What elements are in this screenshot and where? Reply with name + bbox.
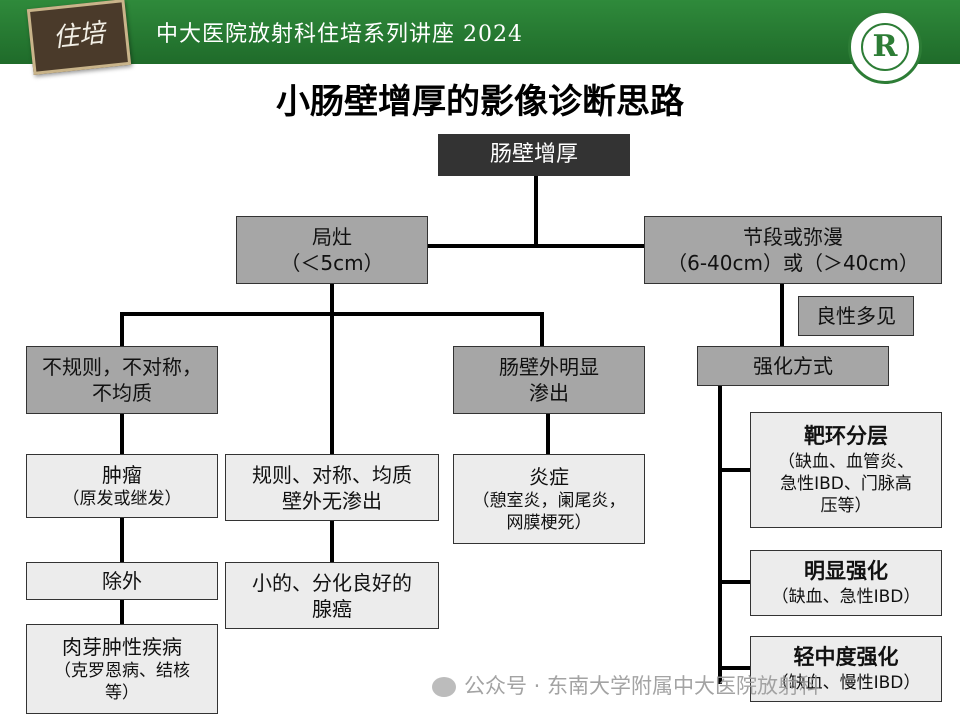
- node-mild-enhancement: 轻中度强化 （缺血、慢性IBD）: [750, 636, 942, 702]
- connector: [428, 244, 644, 248]
- header-title: 中大医院放射科住培系列讲座 2024: [156, 22, 523, 47]
- node-label: 规则、对称、均质: [252, 462, 412, 487]
- node-benign-common: 良性多见: [798, 296, 914, 336]
- node-label: 轻中度强化: [793, 645, 899, 670]
- connector: [718, 384, 722, 684]
- connector: [718, 580, 752, 584]
- node-sublabel: （憩室炎，阑尾炎，: [472, 490, 626, 511]
- connector: [540, 312, 544, 346]
- node-label: 局灶: [312, 225, 352, 249]
- node-sublabel: （缺血、血管炎、: [778, 451, 914, 472]
- node-inflammation: 炎症 （憩室炎，阑尾炎， 网膜梗死）: [453, 454, 645, 544]
- connector: [330, 284, 334, 314]
- node-marked-enhancement: 明显强化 （缺血、急性IBD）: [750, 550, 942, 616]
- header-bar: 住培 中大医院放射科住培系列讲座 2024: [0, 0, 960, 75]
- node-sublabel: 等）: [105, 683, 139, 703]
- node-label: 腺癌: [312, 596, 352, 621]
- connector: [330, 312, 334, 454]
- node-label: 肠壁外明显: [499, 355, 599, 379]
- node-label: 不均质: [92, 381, 152, 405]
- node-sublabel: （缺血、慢性IBD）: [771, 672, 921, 693]
- node-granuloma: 肉芽肿性疾病 （克罗恩病、结核 等）: [26, 624, 218, 714]
- node-sublabel: 压等）: [820, 495, 872, 516]
- page-title: 小肠壁增厚的影像诊断思路: [276, 82, 684, 122]
- connector: [120, 600, 124, 624]
- hospital-seal-icon: R: [848, 10, 922, 84]
- node-exclude: 除外: [26, 562, 218, 600]
- node-label: 明显强化: [804, 559, 888, 584]
- watermark-text: 公众号 · 东南大学附属中大医院放射科: [464, 674, 821, 698]
- seal-letter: R: [861, 23, 909, 71]
- node-target-sign: 靶环分层 （缺血、血管炎、 急性IBD、门脉高 压等）: [750, 412, 942, 528]
- node-label: （＜5cm）: [280, 251, 384, 275]
- node-label: 肿瘤: [102, 462, 142, 487]
- node-label: 靶环分层: [804, 424, 888, 449]
- logo-board: 住培: [26, 0, 132, 75]
- node-wall-thickening: 肠壁增厚: [438, 134, 630, 176]
- node-irregular: 不规则，不对称， 不均质: [26, 346, 218, 414]
- node-label: 不规则，不对称，: [42, 355, 202, 379]
- node-exudation: 肠壁外明显 渗出: [453, 346, 645, 414]
- node-label: 小的、分化良好的: [252, 570, 412, 595]
- node-label: 强化方式: [753, 354, 833, 378]
- connector: [534, 176, 538, 246]
- node-label: 良性多见: [816, 304, 896, 328]
- connector: [780, 284, 784, 346]
- node-sublabel: （原发或继发）: [62, 488, 182, 509]
- node-tumor: 肿瘤 （原发或继发）: [26, 454, 218, 518]
- connector: [120, 518, 124, 562]
- node-label: 除外: [102, 569, 142, 593]
- node-sublabel: （克罗恩病、结核: [54, 660, 190, 681]
- connector: [330, 521, 334, 562]
- node-label: 肠壁增厚: [489, 141, 578, 167]
- node-sublabel: 网膜梗死）: [506, 513, 592, 533]
- node-label: 渗出: [529, 381, 569, 405]
- node-label: 炎症: [529, 464, 569, 489]
- node-label: 壁外无渗出: [282, 488, 382, 513]
- node-regular: 规则、对称、均质 壁外无渗出: [225, 454, 439, 521]
- connector: [546, 414, 550, 454]
- connector: [120, 312, 124, 346]
- connector: [120, 414, 124, 454]
- node-label: 节段或弥漫: [743, 225, 843, 249]
- node-label: （6-40cm）或（＞40cm）: [667, 251, 919, 275]
- node-segmental-diffuse: 节段或弥漫 （6-40cm）或（＞40cm）: [644, 216, 942, 284]
- connector: [718, 666, 752, 670]
- node-enhancement-pattern: 强化方式: [697, 346, 889, 386]
- node-sublabel: （缺血、急性IBD）: [771, 586, 921, 607]
- node-label: 肉芽肿性疾病: [62, 634, 182, 659]
- node-small-adenocarcinoma: 小的、分化良好的 腺癌: [225, 562, 439, 629]
- connector: [718, 468, 752, 472]
- node-focal: 局灶 （＜5cm）: [236, 216, 428, 284]
- watermark: 公众号 · 东南大学附属中大医院放射科: [432, 670, 820, 700]
- wechat-icon: [432, 677, 456, 697]
- node-sublabel: 急性IBD、门脉高: [780, 473, 912, 494]
